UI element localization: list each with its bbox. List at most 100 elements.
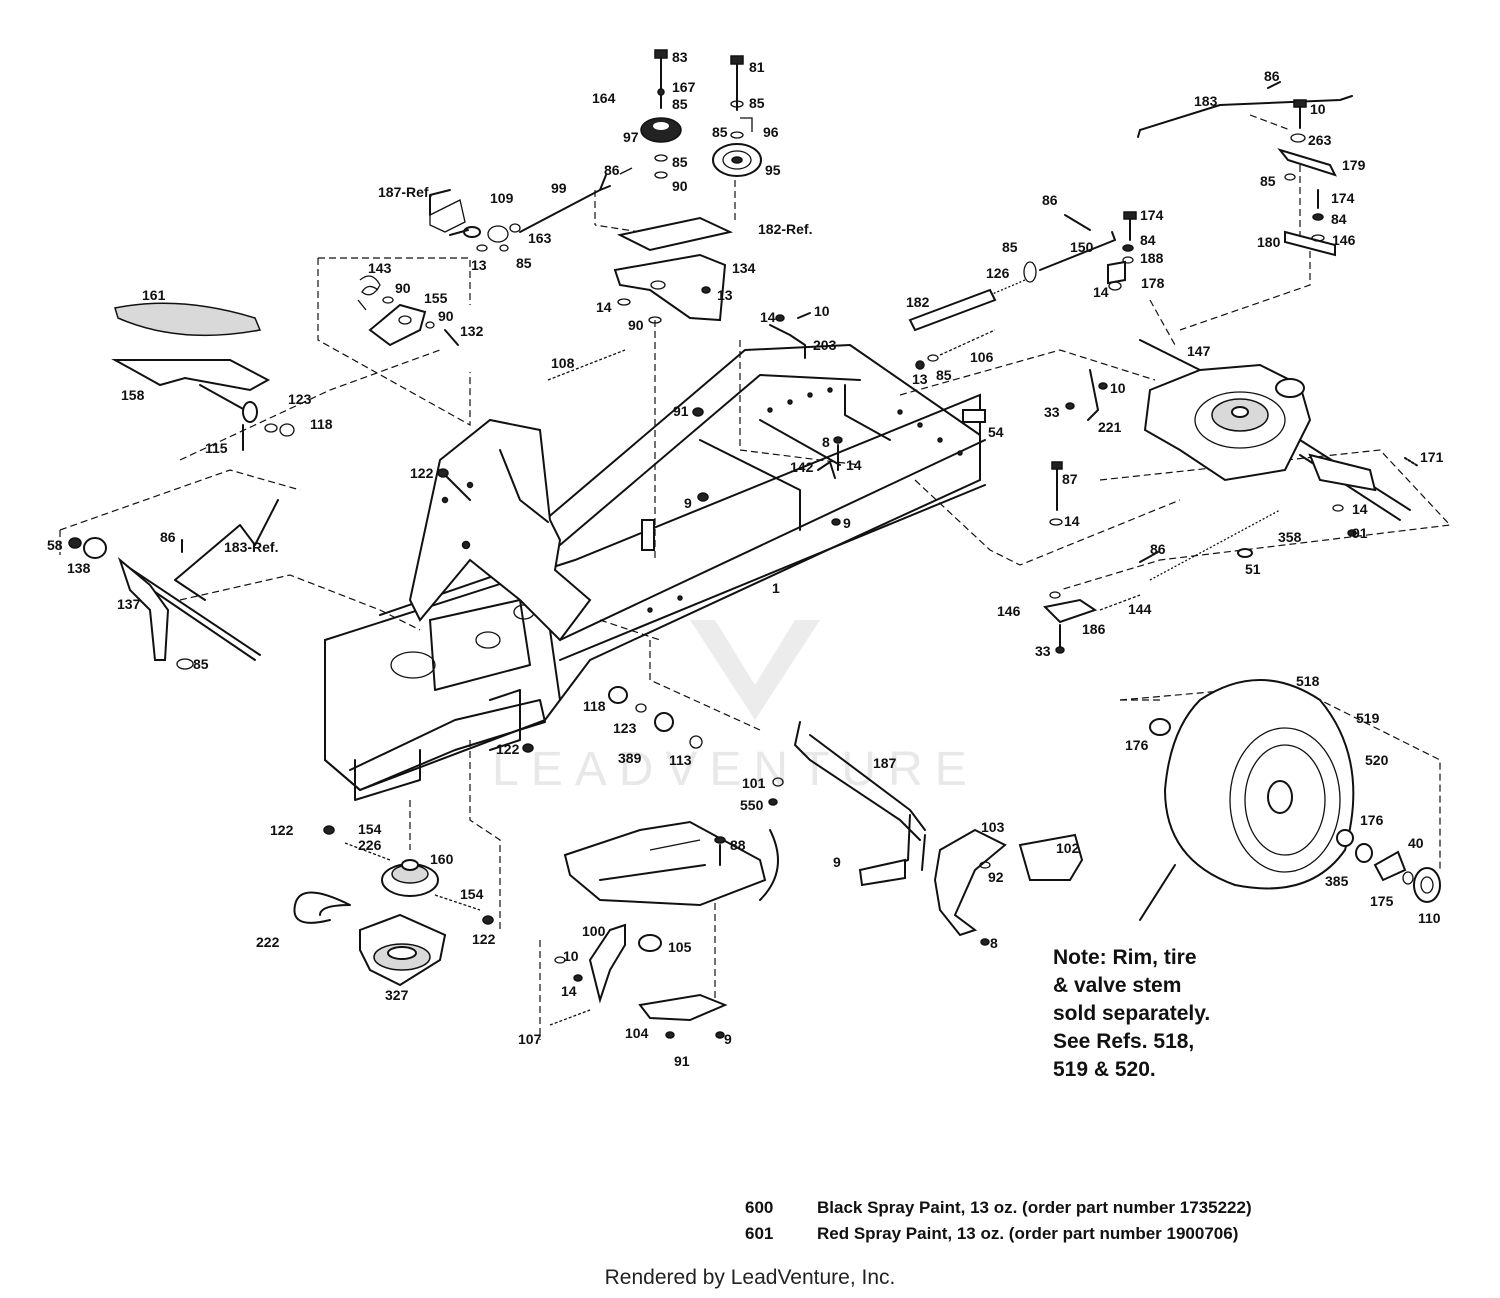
label-14: 14	[846, 457, 862, 473]
watermark-text: LEADVENTURE	[492, 743, 979, 796]
label-143: 143	[368, 260, 392, 276]
label-85: 85	[193, 656, 209, 672]
label-146: 146	[997, 603, 1021, 619]
label-158: 158	[121, 387, 145, 403]
label-154: 154	[358, 821, 382, 837]
label-1: 1	[772, 580, 780, 596]
label-14: 14	[1064, 513, 1080, 529]
label-186: 186	[1082, 621, 1106, 637]
note-line: Note: Rim, tire	[1053, 946, 1197, 969]
brake-pedal-group	[111, 302, 295, 451]
label-85: 85	[672, 96, 688, 112]
label-85: 85	[516, 255, 532, 271]
label-180: 180	[1257, 234, 1281, 250]
paint-item-description: Black Spray Paint, 13 oz. (order part nu…	[817, 1198, 1252, 1217]
label-90: 90	[438, 308, 454, 324]
label-86: 86	[1264, 68, 1280, 84]
label-221: 221	[1098, 419, 1122, 435]
label-83: 83	[672, 49, 688, 65]
label-106: 106	[970, 349, 994, 365]
label-182: 182	[906, 294, 930, 310]
label-85: 85	[1002, 239, 1018, 255]
label-126: 126	[986, 265, 1010, 281]
label-14: 14	[760, 309, 776, 325]
label-175: 175	[1370, 893, 1394, 909]
label-10: 10	[814, 303, 830, 319]
label-13: 13	[912, 371, 928, 387]
label-97: 97	[623, 129, 639, 145]
label-176: 176	[1360, 812, 1384, 828]
label-183-ref: 183-Ref.	[224, 539, 278, 555]
label-389: 389	[618, 750, 642, 766]
label-146: 146	[1332, 232, 1356, 248]
label-123: 123	[613, 720, 637, 736]
idler-pulley-group	[640, 49, 762, 179]
label-160: 160	[430, 851, 454, 867]
label-520: 520	[1365, 752, 1389, 768]
label-174: 174	[1140, 207, 1164, 223]
label-183: 183	[1194, 93, 1218, 109]
electric-clutch-group	[293, 825, 494, 987]
spring-bracket-group	[357, 275, 459, 347]
watermark-logo: LEADVENTURE	[492, 620, 979, 796]
speed-control-linkage	[1042, 461, 1281, 654]
label-88: 88	[730, 837, 746, 853]
label-147: 147	[1187, 343, 1211, 359]
label-9: 9	[724, 1031, 732, 1047]
label-167: 167	[672, 79, 696, 95]
label-14: 14	[561, 983, 577, 999]
label-91: 91	[674, 1053, 690, 1069]
label-95: 95	[765, 162, 781, 178]
label-179: 179	[1342, 157, 1366, 173]
label-101: 101	[742, 775, 766, 791]
label-90: 90	[395, 280, 411, 296]
label-104: 104	[625, 1025, 649, 1041]
label-14: 14	[1093, 284, 1109, 300]
control-rod-group	[547, 211, 1137, 417]
label-108: 108	[551, 355, 575, 371]
paint-item-number: 600	[745, 1198, 774, 1217]
label-115: 115	[205, 440, 228, 456]
label-132: 132	[460, 323, 484, 339]
label-123: 123	[288, 391, 312, 407]
label-85: 85	[749, 95, 765, 111]
label-150: 150	[1070, 239, 1094, 255]
label-385: 385	[1325, 873, 1349, 889]
label-187: 187	[873, 755, 897, 771]
label-187-ref: 187-Ref.	[378, 184, 432, 200]
label-96: 96	[763, 124, 779, 140]
label-138: 138	[67, 560, 91, 576]
label-86: 86	[160, 529, 176, 545]
label-122: 122	[270, 822, 294, 838]
label-90: 90	[672, 178, 688, 194]
label-155: 155	[424, 290, 448, 306]
label-10: 10	[1310, 101, 1326, 117]
label-85: 85	[672, 154, 688, 170]
label-137: 137	[117, 596, 141, 612]
label-550: 550	[740, 797, 764, 813]
lift-bracket-group	[549, 820, 779, 1039]
label-107: 107	[518, 1031, 542, 1047]
label-118: 118	[583, 698, 606, 714]
note-line: See Refs. 518,	[1053, 1030, 1195, 1053]
note-line: sold separately.	[1053, 1002, 1211, 1025]
label-58: 58	[47, 537, 63, 553]
label-54: 54	[988, 424, 1004, 440]
label-13: 13	[471, 257, 487, 273]
pedal-shaft-assembly	[68, 499, 279, 670]
wheel-note: Note: Rim, tire & valve stem sold separa…	[1053, 944, 1253, 1084]
label-14: 14	[596, 299, 612, 315]
label-327: 327	[385, 987, 409, 1003]
label-358: 358	[1278, 529, 1302, 545]
label-10: 10	[563, 948, 579, 964]
label-144: 144	[1128, 601, 1152, 617]
label-109: 109	[490, 190, 514, 206]
label-113: 113	[669, 752, 692, 768]
part-labels: 83 167 164 85 97 85 90 81 85 96 85 95 86…	[47, 49, 1444, 1069]
label-188: 188	[1140, 250, 1164, 266]
label-203: 203	[813, 337, 837, 353]
label-84: 84	[1140, 232, 1156, 248]
label-99: 99	[551, 180, 567, 196]
label-86: 86	[1042, 192, 1058, 208]
